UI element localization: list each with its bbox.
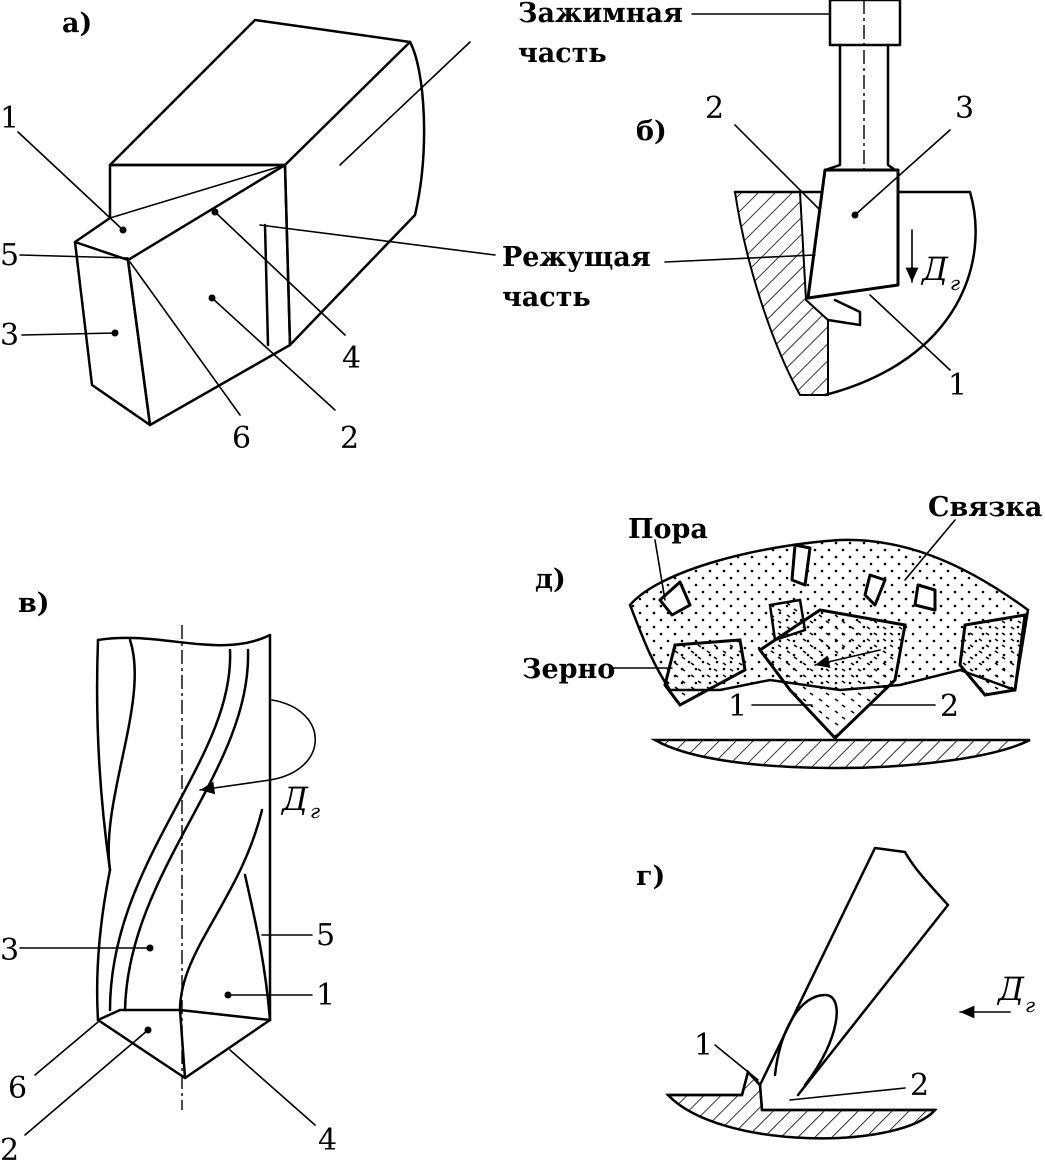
label-pore: Пора (628, 514, 708, 545)
label-v-2: 2 (0, 1133, 19, 1163)
label-a-4: 4 (342, 341, 361, 376)
panel-v-twist-drill: в) Д г 3 5 1 6 2 4 (0, 588, 337, 1163)
chisel-edge (178, 1008, 187, 1080)
panel-a-cutting-tool: а) 1 5 3 6 2 4 Зажимная часть Режущая (0, 0, 683, 456)
label-v-3: 3 (0, 933, 19, 968)
grain-3 (958, 613, 1027, 697)
label-v-4: 4 (318, 1123, 337, 1158)
leader-2 (211, 297, 336, 411)
panel-d-letter: д) (535, 564, 566, 595)
label-a-3: 3 (0, 318, 19, 353)
tool-shank (823, 43, 900, 192)
grain-2 (757, 608, 907, 741)
motion-label-v: Д (280, 780, 309, 818)
leader-v-6 (34, 1021, 99, 1076)
label-a-2: 2 (340, 421, 359, 456)
scraper-loop (773, 993, 838, 1087)
leader-g-2 (789, 1087, 906, 1101)
grain-motion-arrow (814, 649, 881, 668)
panel-d-abrasive: д) Пора Связка Зерно 1 2 (522, 492, 1042, 770)
label-b-1: 1 (948, 368, 967, 403)
pore-1 (658, 580, 692, 617)
motion-sub-b: г (950, 271, 960, 295)
label-g-1: 1 (694, 1028, 713, 1063)
leader-4 (214, 211, 346, 336)
panel-b-slotting: б) Д г 2 3 1 (636, 0, 977, 403)
label-clamp-line1: Зажимная (518, 0, 683, 29)
pore-4 (863, 573, 887, 607)
motion-sub-v: г (310, 799, 320, 823)
work-surface (650, 738, 1031, 770)
leader-cutting-b (664, 254, 816, 263)
label-cutting-line2: часть (502, 282, 591, 313)
label-a-1: 1 (0, 101, 19, 136)
scraper-body (758, 846, 950, 1097)
flute-main-1 (108, 648, 232, 1012)
label-v-1: 1 (316, 978, 335, 1013)
panel-a-letter: а) (62, 8, 92, 39)
leader-bond (904, 519, 956, 581)
leader-pore (654, 539, 666, 601)
drill-tip (96, 1008, 272, 1080)
grain-1 (663, 638, 747, 707)
flute-main-2 (123, 648, 250, 1012)
shank-side-face (283, 40, 426, 347)
panel-v-letter: в) (18, 588, 50, 619)
chip (826, 298, 862, 327)
main-flank (126, 163, 292, 427)
label-v-5: 5 (316, 918, 335, 953)
label-b-2: 2 (705, 91, 724, 126)
rotation-arrow-v (199, 699, 317, 795)
shank-top-face (108, 18, 412, 167)
label-cutting-line1: Режущая (502, 242, 651, 273)
leader-1 (17, 131, 124, 231)
drill-left-edge (95, 638, 112, 1022)
leader-5 (19, 254, 129, 259)
label-a-6: 6 (232, 421, 251, 456)
flute-left (107, 638, 136, 872)
motion-label-g: Д (996, 970, 1025, 1008)
flute-right (178, 808, 272, 1022)
label-a-5: 5 (0, 238, 19, 273)
label-d-1: 1 (728, 689, 747, 724)
workpiece-g (665, 1069, 938, 1140)
panel-g-scraping: г) Д г 1 2 (636, 846, 1035, 1140)
leader-b-2 (734, 124, 821, 211)
leader-clamp (339, 41, 471, 166)
leader-g-1 (714, 1044, 759, 1081)
panel-b-letter: б) (636, 116, 667, 147)
leader-b-1 (869, 294, 951, 371)
label-grain: Зерно (522, 654, 615, 685)
motion-sub-g: г (1025, 993, 1035, 1017)
flank-edge (263, 223, 270, 347)
leader-6 (129, 261, 241, 416)
leader-v-2 (24, 1029, 149, 1136)
pore-2 (790, 543, 812, 587)
leader-v-4 (229, 1049, 316, 1126)
workpiece-g-surface (666, 1070, 937, 1112)
motion-label-b: Д (920, 250, 949, 288)
pore-3 (913, 583, 937, 612)
workpiece-outline (733, 190, 977, 397)
label-clamp-line2: часть (518, 38, 607, 69)
label-bond: Связка (928, 492, 1042, 523)
rake-edge-line (109, 164, 286, 219)
label-g-2: 2 (910, 1068, 929, 1103)
rake-face (73, 163, 287, 262)
panel-g-letter: г) (636, 861, 665, 892)
label-b-3: 3 (955, 91, 974, 126)
tool-holder (828, 0, 902, 47)
leader-b-3 (854, 129, 951, 216)
drill-top-break (96, 633, 272, 647)
leader-cutting (259, 224, 496, 256)
workpiece-hatch (733, 191, 829, 396)
label-d-2: 2 (940, 689, 959, 724)
leader-3 (21, 332, 116, 336)
grain-4 (768, 598, 807, 642)
label-v-6: 6 (8, 1071, 27, 1106)
